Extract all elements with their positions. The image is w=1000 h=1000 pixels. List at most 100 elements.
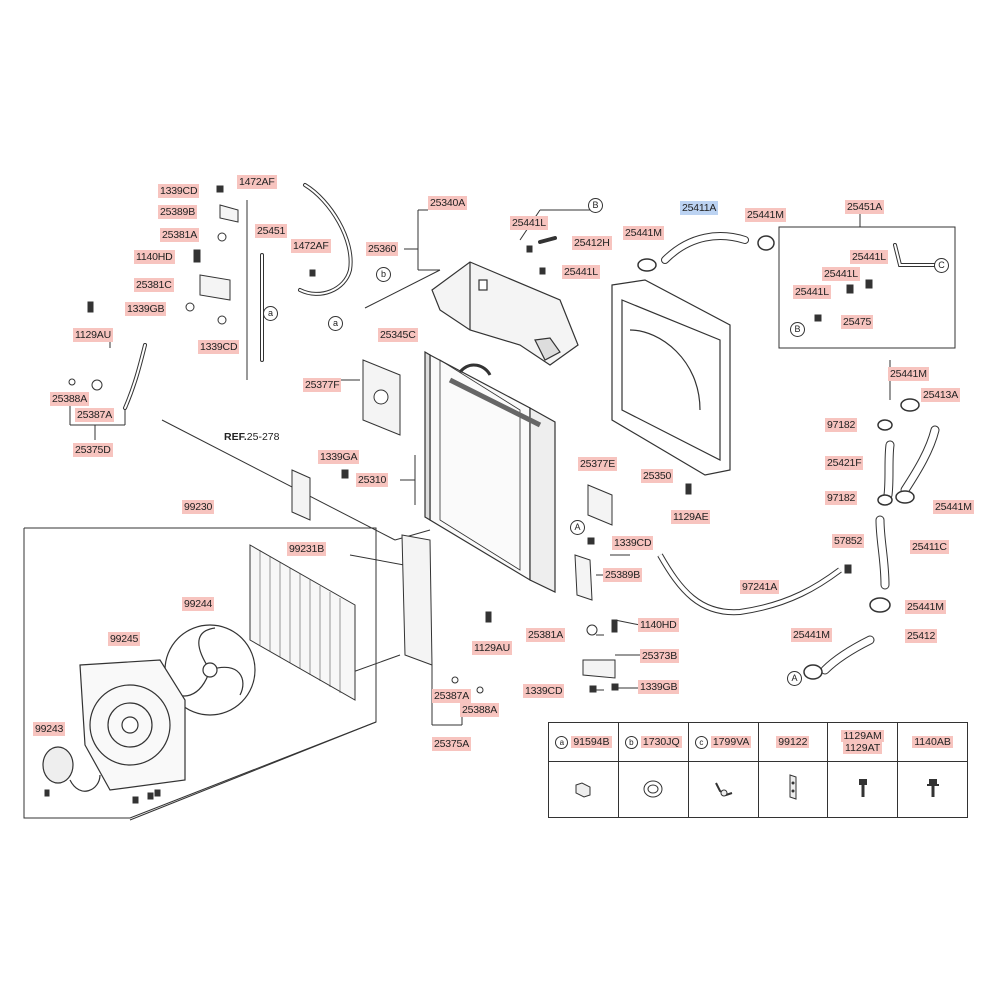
part-label-25441M[interactable]: 25441M: [791, 628, 832, 642]
part-label-99245[interactable]: 99245: [108, 632, 141, 646]
part-label-25441L[interactable]: 25441L: [510, 216, 548, 230]
part-label-25441M[interactable]: 25441M: [623, 226, 664, 240]
part-label-25377E[interactable]: 25377E: [578, 457, 618, 471]
part-label-25441L[interactable]: 25441L: [822, 267, 860, 281]
legend-icon-grommet: [617, 761, 689, 818]
part-label-25388A[interactable]: 25388A: [50, 392, 90, 406]
fan-assembly-frame: [23, 527, 377, 819]
part-label-99244[interactable]: 99244: [182, 597, 215, 611]
part-label-99243[interactable]: 99243: [33, 722, 66, 736]
part-label-99230[interactable]: 99230: [182, 500, 215, 514]
ref-prefix: REF.: [224, 431, 247, 443]
part-label-25389B[interactable]: 25389B: [603, 568, 643, 582]
part-label-25375D[interactable]: 25375D: [73, 443, 113, 457]
part-label-25441L[interactable]: 25441L: [850, 250, 888, 264]
part-label-25412[interactable]: 25412: [905, 629, 938, 643]
legend-code: 1140AB: [912, 736, 953, 748]
brackets: [199, 204, 616, 679]
legend-header-99122[interactable]: 99122: [757, 722, 829, 762]
part-label-25451[interactable]: 25451: [255, 224, 288, 238]
part-label-1472AF[interactable]: 1472AF: [237, 175, 277, 189]
part-label-25381A[interactable]: 25381A: [160, 228, 200, 242]
callout-B: B: [790, 322, 805, 337]
part-label-1140HD[interactable]: 1140HD: [638, 618, 679, 632]
part-label-25441M[interactable]: 25441M: [745, 208, 786, 222]
part-label-1339CD[interactable]: 1339CD: [198, 340, 240, 354]
part-label-57852[interactable]: 57852: [832, 534, 865, 548]
part-label-25377F[interactable]: 25377F: [303, 378, 342, 392]
part-label-25310[interactable]: 25310: [356, 473, 389, 487]
bolt-icon: [926, 779, 939, 797]
part-label-25411C[interactable]: 25411C: [910, 540, 949, 554]
part-label-25350[interactable]: 25350: [641, 469, 674, 483]
legend-icon-hose-clip: [687, 761, 759, 818]
part-label-97241A[interactable]: 97241A: [740, 580, 780, 594]
legend-icon-bracket: [757, 761, 829, 818]
legend-code: 91594B: [571, 735, 612, 748]
legend-icon-bolt: [827, 761, 899, 818]
callout-B: B: [588, 198, 603, 213]
part-label-25441L[interactable]: 25441L: [793, 285, 831, 299]
legend-code: 1799VA: [710, 735, 752, 748]
part-label-97182[interactable]: 97182: [825, 491, 858, 505]
part-label-25441M[interactable]: 25441M: [905, 600, 946, 614]
reference-note: REF.25-278: [224, 430, 279, 444]
part-label-1140HD[interactable]: 1140HD: [134, 250, 175, 264]
hose-kit-frame: [778, 226, 956, 349]
electric-fan-shroud: [79, 659, 186, 791]
ref-value: 25-278: [246, 431, 280, 443]
callout-A: A: [787, 671, 802, 686]
part-label-1339CD[interactable]: 1339CD: [158, 184, 200, 198]
legend-header-1140AB[interactable]: 1140AB: [897, 722, 968, 762]
part-label-25381A[interactable]: 25381A: [526, 628, 566, 642]
part-label-25421F[interactable]: 25421F: [825, 456, 864, 470]
legend-code-2: 1129AT: [843, 742, 883, 754]
part-label-1339CD[interactable]: 1339CD: [612, 536, 654, 550]
bracket-icon: [789, 774, 797, 800]
part-label-1129AU[interactable]: 1129AU: [472, 641, 512, 655]
part-label-1339GA[interactable]: 1339GA: [318, 450, 360, 464]
part-label-25373B[interactable]: 25373B: [640, 649, 680, 663]
part-label-1129AE[interactable]: 1129AE: [671, 510, 711, 524]
part-label-1339GB[interactable]: 1339GB: [125, 302, 167, 316]
part-label-25475[interactable]: 25475: [841, 315, 874, 329]
legend-circle: c: [694, 735, 708, 749]
part-label-25441L[interactable]: 25441L: [562, 265, 600, 279]
legend-icon-bolt: [897, 761, 968, 818]
part-label-25375A[interactable]: 25375A: [432, 737, 472, 751]
part-label-25411A[interactable]: 25411A: [680, 201, 719, 215]
part-label-25451A[interactable]: 25451A: [845, 200, 885, 214]
fan-motor: [42, 746, 101, 792]
part-label-25389B[interactable]: 25389B: [158, 205, 198, 219]
hose-clamps: [637, 235, 920, 680]
part-label-25340A[interactable]: 25340A: [428, 196, 468, 210]
part-label-99231B[interactable]: 99231B: [287, 542, 327, 556]
part-label-1339CD[interactable]: 1339CD: [523, 684, 565, 698]
part-label-25441M[interactable]: 25441M: [888, 367, 929, 381]
part-label-1472AF[interactable]: 1472AF: [291, 239, 331, 253]
grommet-icon: [643, 780, 663, 798]
part-label-25360[interactable]: 25360: [366, 242, 399, 256]
condenser: [249, 544, 356, 701]
part-label-25388A[interactable]: 25388A: [460, 703, 500, 717]
part-label-97182[interactable]: 97182: [825, 418, 858, 432]
part-label-25381C[interactable]: 25381C: [134, 278, 174, 292]
part-label-1129AU[interactable]: 1129AU: [73, 328, 113, 342]
part-label-25387A[interactable]: 25387A: [432, 689, 472, 703]
part-label-25412H[interactable]: 25412H: [572, 236, 612, 250]
part-label-25441M[interactable]: 25441M: [933, 500, 974, 514]
callout-b: b: [376, 267, 391, 282]
legend-header-1129AM[interactable]: 1129AM 1129AT: [827, 722, 899, 762]
legend-circle: a: [555, 735, 569, 749]
part-label-25345C[interactable]: 25345C: [378, 328, 418, 342]
part-label-25413A[interactable]: 25413A: [921, 388, 961, 402]
part-label-25387A[interactable]: 25387A: [75, 408, 115, 422]
part-label-1339GB[interactable]: 1339GB: [638, 680, 680, 694]
bolt-icon: [858, 779, 867, 797]
callout-a: a: [263, 306, 278, 321]
fan-shroud: [611, 279, 731, 476]
